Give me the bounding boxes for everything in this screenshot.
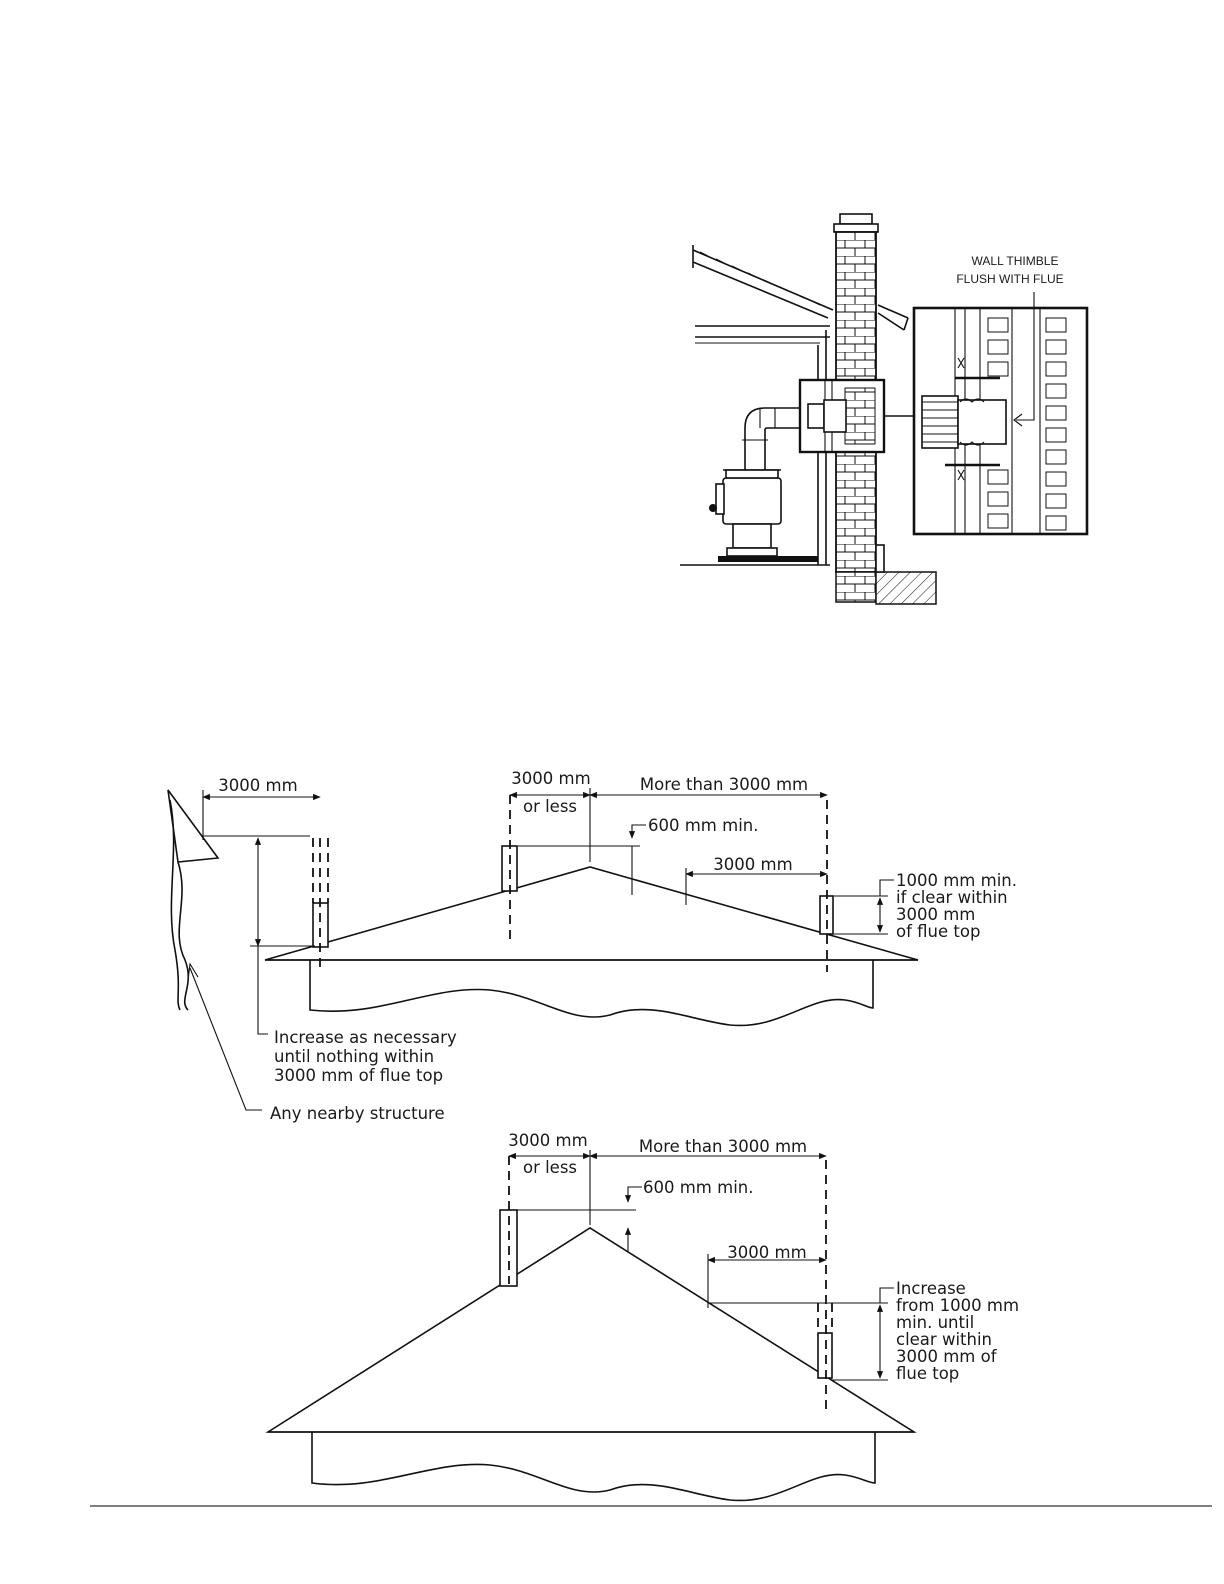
dim-inner-label: 3000 mm — [713, 855, 792, 874]
stove-pipe — [742, 407, 800, 470]
note2-line-1: Increase — [896, 1279, 966, 1298]
note2-line-3: min. until — [896, 1313, 974, 1332]
dim2-right-label: More than 3000 mm — [639, 1137, 807, 1156]
chimney-right — [819, 800, 834, 972]
chimney-left — [312, 838, 329, 970]
wood-stove — [680, 469, 830, 566]
dim-600-min: 600 mm min. — [518, 816, 759, 895]
note2-line-2: from 1000 mm — [896, 1296, 1019, 1315]
dim2-inner-label: 3000 mm — [727, 1243, 806, 1262]
ceiling-beam — [695, 325, 830, 344]
chimney-clearance-diagram-1: 3000 mm Increase as necessary until noth… — [167, 769, 1017, 1123]
note-right-line-2: if clear within — [896, 888, 1008, 907]
wall-thimble-callout: WALL THIMBLE FLUSH WITH FLUE — [956, 254, 1064, 427]
brick-column-left — [987, 317, 1009, 529]
dim2-600-label: 600 mm min. — [643, 1178, 754, 1197]
brick-column-right — [1045, 317, 1067, 531]
dim-center-label-2: or less — [523, 797, 577, 816]
dim-right-more-than-3000: More than 3000 mm — [589, 775, 828, 799]
dim-center-3000-or-less: 3000 mm or less — [509, 769, 591, 862]
note-increase-line-2: until nothing within — [274, 1047, 434, 1066]
note2-line-6: flue top — [896, 1364, 959, 1383]
note-structure: Any nearby structure — [270, 1104, 445, 1123]
increase-height-arrow — [250, 837, 315, 1035]
dim2-increase: Increase from 1000 mm min. until clear w… — [708, 1279, 1019, 1383]
dim2-center-label-1: 3000 mm — [508, 1131, 587, 1150]
chimney2-right — [817, 1160, 833, 1412]
thimble-detail-box — [798, 378, 886, 454]
house-roof — [692, 245, 834, 319]
dim-inner-3000: 3000 mm — [685, 855, 828, 905]
nearby-structure — [167, 789, 220, 1011]
note2-line-5: 3000 mm of — [896, 1347, 998, 1366]
dim2-center-3000-or-less: 3000 mm or less — [508, 1131, 591, 1225]
callout-line-1: WALL THIMBLE — [972, 254, 1059, 268]
dim-1000-min: 1000 mm min. if clear within 3000 mm of … — [834, 871, 1017, 941]
dim-left-3000: 3000 mm — [202, 776, 321, 840]
note-right-line-4: of flue top — [896, 922, 980, 941]
dim-right-label: More than 3000 mm — [640, 775, 808, 794]
roof-2 — [265, 1227, 917, 1502]
dim2-600-min: 600 mm min. — [517, 1178, 754, 1252]
dim-center-label-1: 3000 mm — [511, 769, 590, 788]
note-increase-line-1: Increase as necessary — [274, 1028, 457, 1047]
chimney2-left — [499, 1156, 518, 1287]
note-right-line-1: 1000 mm min. — [896, 871, 1017, 890]
dim2-inner-3000: 3000 mm — [707, 1243, 827, 1308]
chimney-clearance-diagram-2: 3000 mm or less More than 3000 mm 600 mm… — [265, 1131, 1019, 1502]
note-increase-line-3: 3000 mm of flue top — [274, 1066, 443, 1085]
thimble-installation-diagram: WALL THIMBLE FLUSH WITH FLUE — [680, 213, 1089, 605]
note-right-line-3: 3000 mm — [896, 905, 975, 924]
dim-600-label: 600 mm min. — [648, 816, 759, 835]
note2-line-4: clear within — [896, 1330, 992, 1349]
dim2-right-more-than-3000: More than 3000 mm — [589, 1137, 827, 1160]
roof-1 — [264, 866, 919, 1027]
dim-left-label: 3000 mm — [218, 776, 297, 795]
dim2-center-label-2: or less — [523, 1158, 577, 1177]
structure-pointer — [187, 962, 262, 1111]
callout-line-2: FLUSH WITH FLUE — [956, 272, 1063, 286]
chimney-middle — [501, 795, 518, 940]
foundation — [835, 544, 937, 605]
enlarged-thimble-detail — [912, 306, 1089, 536]
